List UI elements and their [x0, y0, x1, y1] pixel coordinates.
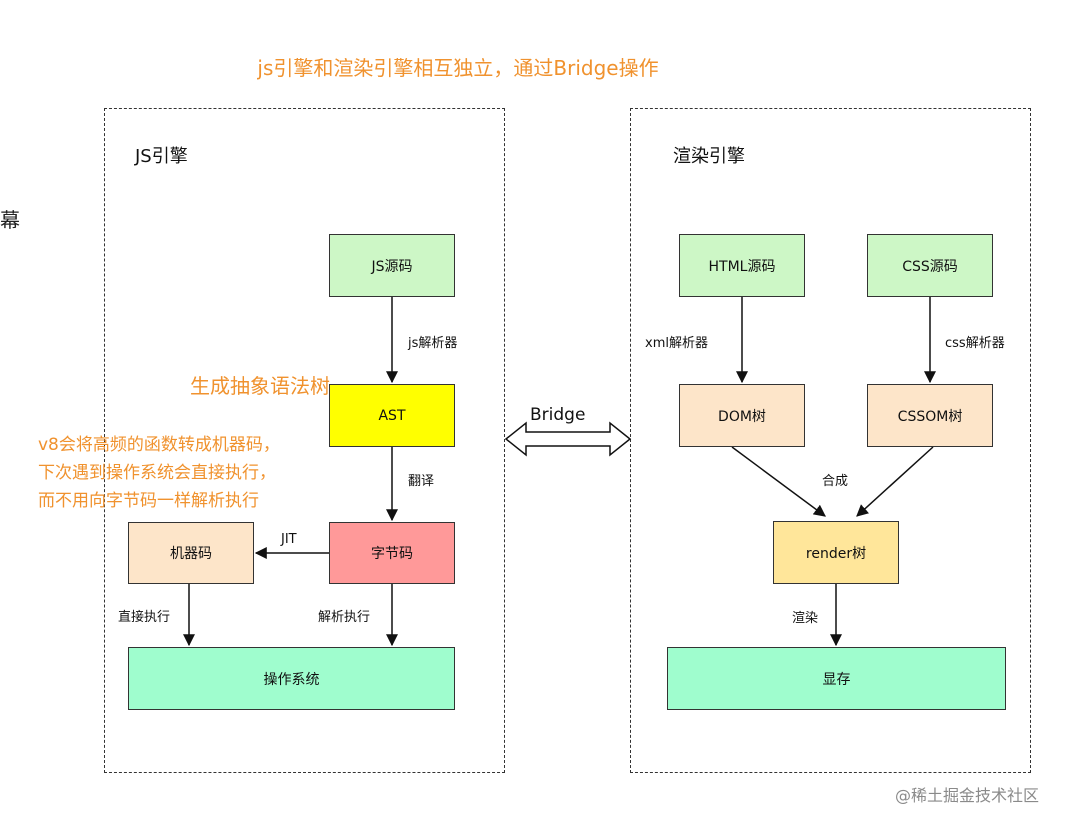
label-compose: 合成 — [822, 474, 849, 489]
label-xml-parser: xml解析器 — [645, 336, 708, 351]
annotation-v8-line3: 而不用向字节码一样解析执行 — [38, 491, 259, 511]
annotation-v8-line1: v8会将高频的函数转成机器码， — [38, 435, 280, 455]
edge-dom-to-render — [731, 446, 826, 517]
bridge-label: Bridge — [530, 405, 586, 425]
label-css-parser: css解析器 — [945, 336, 1005, 351]
annotation-ast: 生成抽象语法树 — [190, 374, 330, 398]
node-bytecode: 字节码 — [329, 522, 455, 584]
label-render: 渲染 — [792, 611, 819, 626]
label-js-parser: js解析器 — [408, 336, 458, 351]
node-dom-tree: DOM树 — [679, 384, 805, 447]
side-char: 幕 — [0, 208, 20, 232]
node-machine-code: 机器码 — [128, 522, 254, 584]
label-direct-exec: 直接执行 — [118, 610, 171, 625]
node-cssom-tree: CSSOM树 — [867, 384, 993, 447]
node-js-source: JS源码 — [329, 234, 455, 297]
js-engine-container — [104, 108, 505, 773]
js-engine-label: JS引擎 — [135, 146, 188, 167]
diagram-title: js引擎和渲染引擎相互独立，通过Bridge操作 — [257, 56, 659, 80]
node-operating-system: 操作系统 — [128, 647, 455, 710]
label-parse-exec: 解析执行 — [318, 610, 371, 625]
edge-cssom-to-render — [856, 446, 934, 517]
render-engine-label: 渲染引擎 — [673, 146, 745, 167]
bridge-arrow-shape — [504, 421, 632, 457]
node-render-tree: render树 — [773, 521, 899, 584]
label-jit: JIT — [281, 532, 297, 547]
node-html-source: HTML源码 — [679, 234, 805, 297]
node-ast: AST — [329, 384, 455, 447]
node-memory: 显存 — [667, 647, 1006, 710]
label-translate: 翻译 — [408, 474, 435, 489]
render-engine-container — [630, 108, 1031, 773]
annotation-v8-line2: 下次遇到操作系统会直接执行， — [38, 463, 276, 483]
footer-watermark: @稀土掘金技术社区 — [895, 786, 1040, 805]
node-css-source: CSS源码 — [867, 234, 993, 297]
